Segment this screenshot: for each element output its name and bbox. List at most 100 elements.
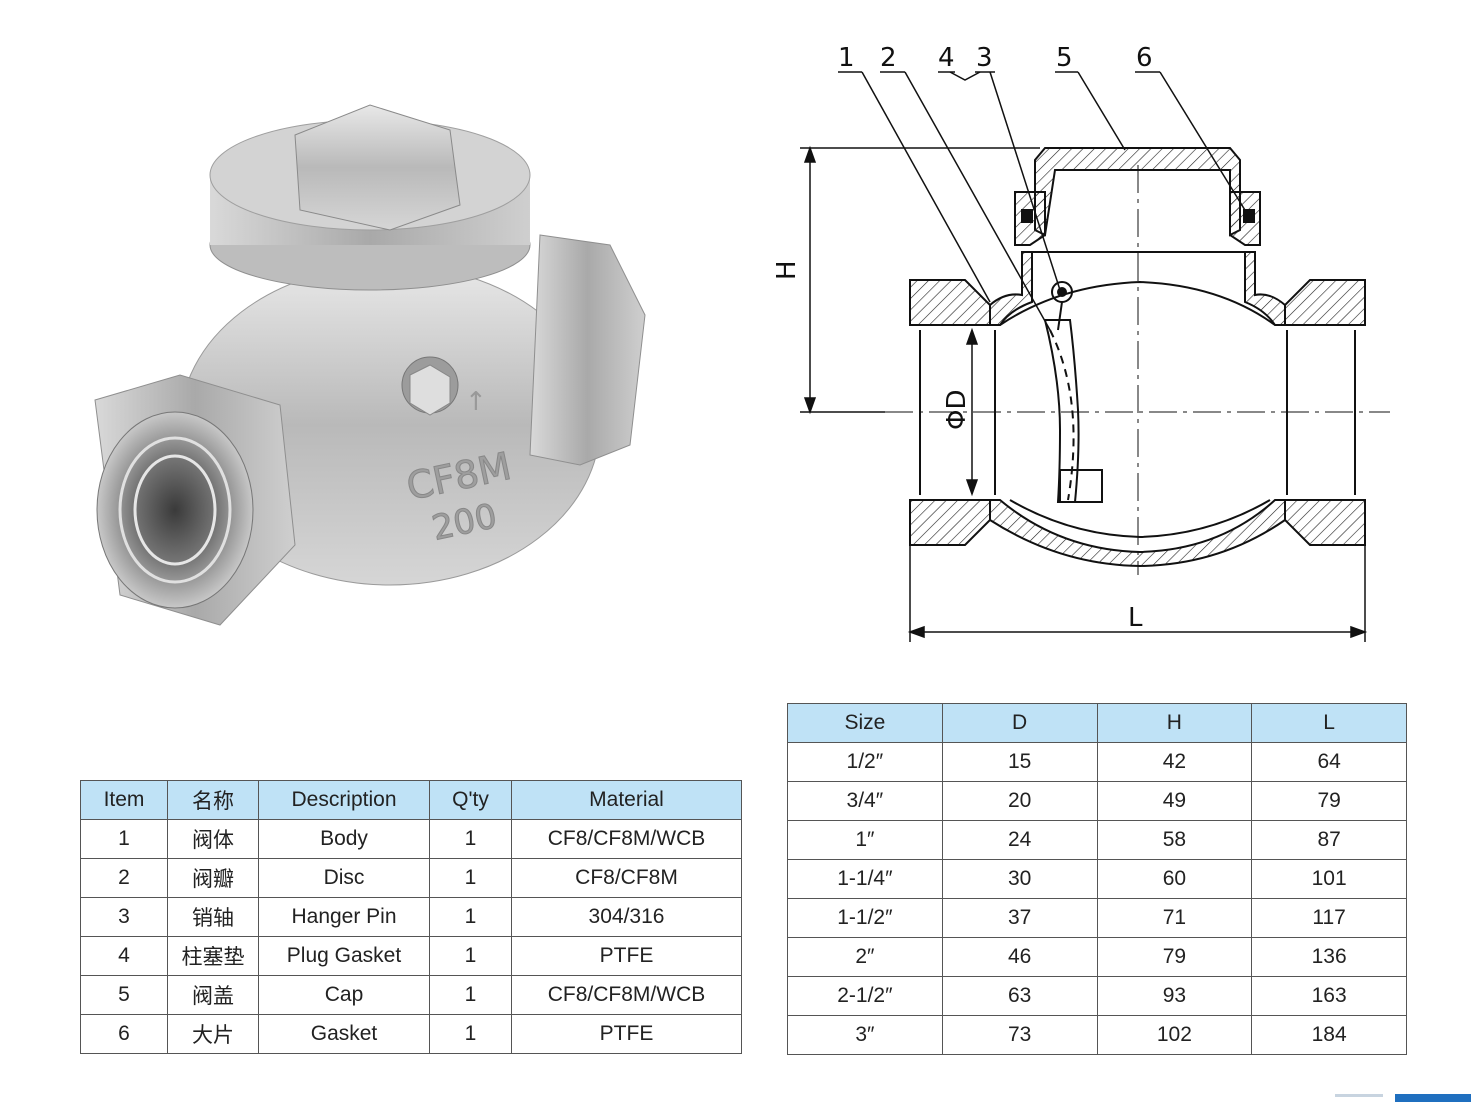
table-cell: Body xyxy=(258,819,430,859)
table-cell: 1 xyxy=(429,936,512,976)
left-end-bottom-wall xyxy=(909,499,991,546)
table-cell: 1/2″ xyxy=(787,742,943,782)
table-cell: 3 xyxy=(80,897,168,937)
table-cell: 49 xyxy=(1096,781,1253,821)
table-cell: 销轴 xyxy=(167,897,259,937)
callout-5: 5 xyxy=(1056,43,1073,73)
table-cell: CF8/CF8M xyxy=(511,858,742,898)
flow-passage-bottom xyxy=(1009,499,1271,539)
table-cell: 30 xyxy=(941,859,1098,899)
dimension-h-label: H xyxy=(772,260,802,280)
callout-2: 2 xyxy=(880,43,897,73)
table-cell: CF8/CF8M/WCB xyxy=(511,819,742,859)
table-cell: 117 xyxy=(1251,898,1407,938)
table-cell: 93 xyxy=(1096,976,1253,1016)
table-cell: Hanger Pin xyxy=(258,897,430,937)
table-cell: 大片 xyxy=(167,1014,259,1054)
thread-ring xyxy=(118,436,232,584)
table-cell: 1 xyxy=(429,1014,512,1054)
table-cell: 1-1/2″ xyxy=(787,898,943,938)
flow-passage xyxy=(999,280,1276,326)
body-bottom-wall xyxy=(989,499,1286,568)
table-cell: 42 xyxy=(1096,742,1253,782)
table-cell: Disc xyxy=(258,858,430,898)
header-h: H xyxy=(1096,703,1253,743)
right-end-bottom-wall xyxy=(1284,499,1366,546)
table-cell: PTFE xyxy=(511,936,742,976)
table-cell: 15 xyxy=(941,742,1098,782)
table-cell: 24 xyxy=(941,820,1098,860)
size-table-header-row: Size D H L xyxy=(787,703,1407,743)
table-cell: 阀体 xyxy=(167,819,259,859)
parts-table-header-row: Item 名称 Description Q'ty Material xyxy=(80,780,742,820)
table-cell: Gasket xyxy=(258,1014,430,1054)
table-cell: 阀瓣 xyxy=(167,858,259,898)
disc-nut xyxy=(1059,469,1103,503)
callout-1: 1 xyxy=(838,43,855,73)
left-end-top-wall xyxy=(909,279,991,326)
table-cell: 63 xyxy=(941,976,1098,1016)
table-cell: 163 xyxy=(1251,976,1407,1016)
callout-4: 4 xyxy=(938,43,955,73)
header-qty: Q'ty xyxy=(429,780,512,820)
table-cell: 184 xyxy=(1251,1015,1407,1055)
table-cell: 71 xyxy=(1096,898,1253,938)
table-cell: 阀盖 xyxy=(167,975,259,1015)
table-cell: Plug Gasket xyxy=(258,936,430,976)
table-cell: 1″ xyxy=(787,820,943,860)
table-cell: 79 xyxy=(1251,781,1407,821)
table-cell: 3″ xyxy=(787,1015,943,1055)
callout-3: 3 xyxy=(976,43,993,73)
table-cell: 1 xyxy=(429,819,512,859)
table-cell: 1-1/4″ xyxy=(787,859,943,899)
header-name-cn: 名称 xyxy=(167,780,259,820)
table-cell: 6 xyxy=(80,1014,168,1054)
valve-photo: CF8M 200 ↑ xyxy=(94,104,646,626)
body-top-right-wall xyxy=(1244,251,1286,326)
right-hex-end xyxy=(529,234,646,466)
table-cell: 2-1/2″ xyxy=(787,976,943,1016)
hex-plug xyxy=(294,104,461,231)
disc-swing-arc xyxy=(1049,329,1075,501)
corner-accent-bar xyxy=(1395,1094,1471,1102)
dimension-d-label: ΦD xyxy=(942,390,972,431)
header-size: Size xyxy=(787,703,943,743)
pin-bolt-head xyxy=(409,364,451,416)
header-d: D xyxy=(941,703,1098,743)
table-cell: 柱塞垫 xyxy=(167,936,259,976)
header-description: Description xyxy=(258,780,430,820)
table-cell: 136 xyxy=(1251,937,1407,977)
table-cell: 2 xyxy=(80,858,168,898)
marking-arrow: ↑ xyxy=(465,387,487,417)
table-cell: 46 xyxy=(941,937,1098,977)
table-cell: Cap xyxy=(258,975,430,1015)
callout-6: 6 xyxy=(1136,43,1153,73)
table-cell: 102 xyxy=(1096,1015,1253,1055)
table-cell: 101 xyxy=(1251,859,1407,899)
table-cell: 87 xyxy=(1251,820,1407,860)
table-cell: 3/4″ xyxy=(787,781,943,821)
header-item: Item xyxy=(80,780,168,820)
table-cell: CF8/CF8M/WCB xyxy=(511,975,742,1015)
dimension-l-label: L xyxy=(1128,603,1143,633)
table-cell: 20 xyxy=(941,781,1098,821)
table-cell: 304/316 xyxy=(511,897,742,937)
header-material: Material xyxy=(511,780,742,820)
valve-section-drawing: 1 2 4 3 5 6 H ΦD L xyxy=(772,43,1390,642)
table-cell: 37 xyxy=(941,898,1098,938)
table-cell: 64 xyxy=(1251,742,1407,782)
corner-mark xyxy=(1335,1094,1383,1097)
